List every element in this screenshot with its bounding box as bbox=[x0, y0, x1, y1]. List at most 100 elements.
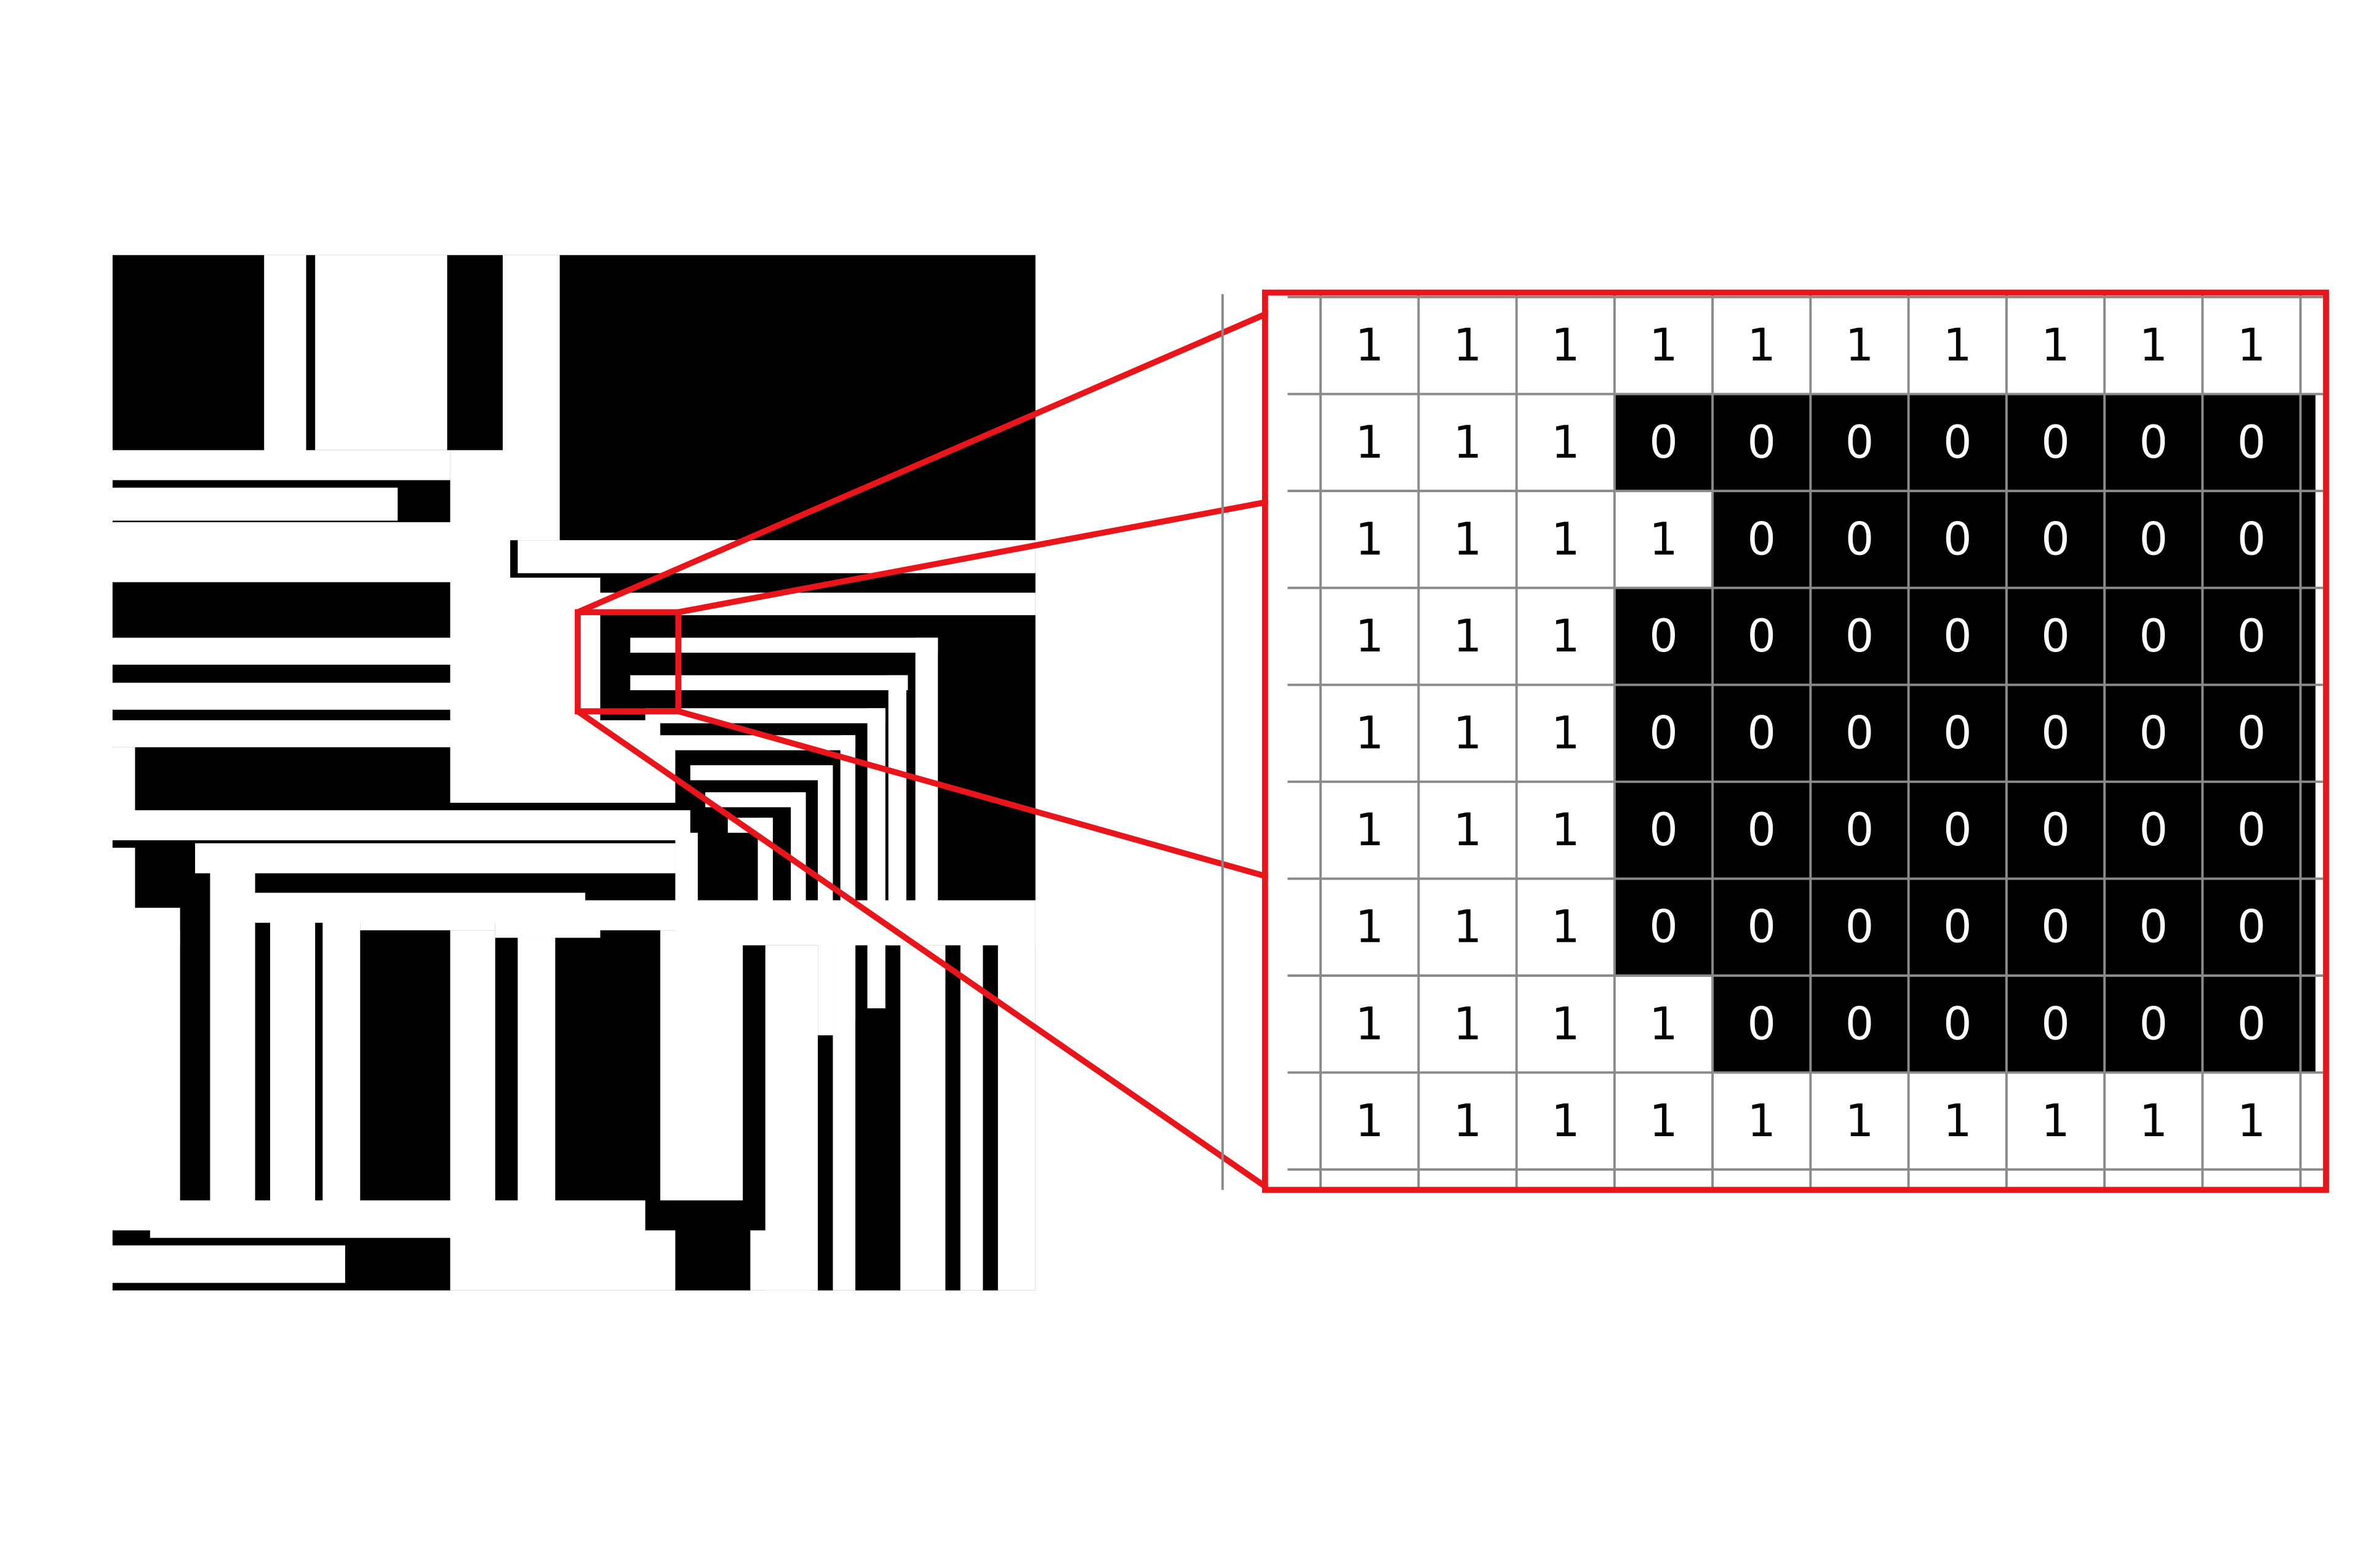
grid-cell bbox=[2202, 587, 2301, 685]
grid-cell-value: 0 bbox=[2139, 610, 2168, 663]
grid-cell-value: 0 bbox=[1649, 707, 1678, 760]
grid-cell bbox=[1320, 878, 1419, 976]
grid-edge-sliver bbox=[2300, 394, 2316, 491]
grid-cell bbox=[2006, 296, 2105, 394]
grid-cell-value: 1 bbox=[2139, 319, 2168, 372]
grid-cell bbox=[1614, 975, 1713, 1073]
image-light-region bbox=[195, 843, 676, 874]
image-light-region bbox=[997, 900, 1036, 1291]
image-light-region bbox=[270, 900, 316, 1231]
grid-cell-value: 0 bbox=[2139, 513, 2168, 565]
image-light-region bbox=[360, 900, 495, 931]
grid-cell bbox=[2104, 491, 2203, 588]
grid-cell bbox=[1320, 296, 1419, 394]
image-light-region bbox=[750, 1230, 810, 1291]
grid-edge-sliver bbox=[2300, 685, 2316, 782]
grid-cell bbox=[2104, 685, 2203, 782]
grid-cell bbox=[2104, 1072, 2203, 1170]
zoom-connector-line bbox=[677, 495, 1288, 616]
grid-cell bbox=[1908, 394, 2007, 491]
grid-cell bbox=[2006, 878, 2105, 976]
zoom-frame bbox=[1262, 289, 2329, 1193]
grid-cell bbox=[1810, 587, 1909, 685]
grid-cell-value: 1 bbox=[1649, 513, 1678, 565]
grid-cell bbox=[2202, 296, 2301, 394]
grid-cell bbox=[1516, 296, 1615, 394]
grid-cell bbox=[1712, 587, 1811, 685]
grid-cell bbox=[1712, 491, 1811, 588]
grid-cell bbox=[2006, 1072, 2105, 1170]
grid-cell bbox=[2006, 587, 2105, 685]
grid-cell bbox=[1614, 491, 1713, 588]
zoom-connector-line bbox=[576, 301, 1289, 615]
grid-cell-value: 1 bbox=[2041, 1095, 2070, 1147]
grid-cell-value: 1 bbox=[1355, 513, 1384, 565]
image-light-region bbox=[450, 450, 518, 541]
image-light-region bbox=[675, 832, 698, 908]
grid-cell-value: 1 bbox=[1551, 804, 1580, 856]
grid-cell-value: 0 bbox=[1943, 804, 1972, 856]
grid-cell bbox=[1418, 491, 1517, 588]
image-light-region bbox=[600, 900, 735, 931]
grid-edge-sliver bbox=[2300, 878, 2316, 976]
grid-cell-value: 0 bbox=[1845, 707, 1874, 760]
grid-cell bbox=[1516, 491, 1615, 588]
grid-cell bbox=[2104, 394, 2203, 491]
image-light-region bbox=[112, 450, 450, 480]
grid-cell-value: 0 bbox=[1845, 998, 1874, 1050]
image-light-region bbox=[660, 930, 743, 1201]
grid-cell-value: 1 bbox=[1551, 1095, 1580, 1147]
grid-cell-value: 1 bbox=[1453, 998, 1482, 1050]
grid-cell bbox=[1614, 296, 1713, 394]
grid-cell bbox=[1320, 975, 1419, 1073]
grid-cell bbox=[1516, 685, 1615, 782]
grid-cell bbox=[1908, 296, 2007, 394]
grid-cell-value: 1 bbox=[1551, 513, 1580, 565]
grid-cell-value: 0 bbox=[1649, 901, 1678, 953]
grid-cell-value: 0 bbox=[1943, 513, 1972, 565]
grid-cell-value: 1 bbox=[1943, 319, 1972, 372]
grid-cell bbox=[1614, 394, 1713, 491]
grid-edge-sliver bbox=[2300, 296, 2316, 394]
grid-cell bbox=[2104, 296, 2203, 394]
grid-cell bbox=[1810, 394, 1909, 491]
grid-edge-sliver bbox=[2300, 781, 2316, 879]
image-light-region bbox=[517, 937, 556, 1223]
grid-cell bbox=[1320, 781, 1419, 879]
grid-cell bbox=[1908, 685, 2007, 782]
grid-cell bbox=[1810, 685, 1909, 782]
grid-cell bbox=[2202, 1072, 2301, 1170]
grid-cell bbox=[2202, 394, 2301, 491]
image-light-region bbox=[450, 1230, 676, 1291]
grid-cell bbox=[2202, 878, 2301, 976]
grid-cell bbox=[1712, 394, 1811, 491]
grid-cell bbox=[1516, 975, 1615, 1073]
grid-cell-value: 0 bbox=[2139, 901, 2168, 953]
grid-cell-value: 1 bbox=[1747, 319, 1776, 372]
grid-cell-value: 0 bbox=[1845, 416, 1874, 469]
grid-cell bbox=[1516, 781, 1615, 879]
grid-cell-value: 1 bbox=[1551, 901, 1580, 953]
image-light-region bbox=[30, 255, 113, 525]
grid-cell-value: 1 bbox=[1453, 319, 1482, 372]
image-light-region bbox=[30, 522, 511, 583]
grid-cell-value: 0 bbox=[1747, 513, 1776, 565]
grid-cell-value: 0 bbox=[2237, 610, 2266, 663]
grid-cell-value: 1 bbox=[2041, 319, 2070, 372]
grid-cell-value: 0 bbox=[1943, 901, 1972, 953]
grid-cell-value: 0 bbox=[1649, 416, 1678, 469]
image-light-region bbox=[495, 900, 601, 938]
grid-cell bbox=[1712, 1072, 1811, 1170]
grid-cell bbox=[1712, 296, 1811, 394]
image-light-region bbox=[630, 637, 938, 653]
grid-cell-value: 0 bbox=[2237, 998, 2266, 1050]
grid-cell-value: 1 bbox=[1453, 513, 1482, 565]
image-light-region bbox=[690, 765, 833, 781]
grid-cell-value: 0 bbox=[2041, 707, 2070, 760]
image-light-region bbox=[210, 870, 255, 1231]
grid-cell bbox=[2202, 781, 2301, 879]
grid-cell-value: 0 bbox=[1943, 416, 1972, 469]
grid-edge-sliver bbox=[2300, 975, 2316, 1073]
grid-cell bbox=[1614, 587, 1713, 685]
